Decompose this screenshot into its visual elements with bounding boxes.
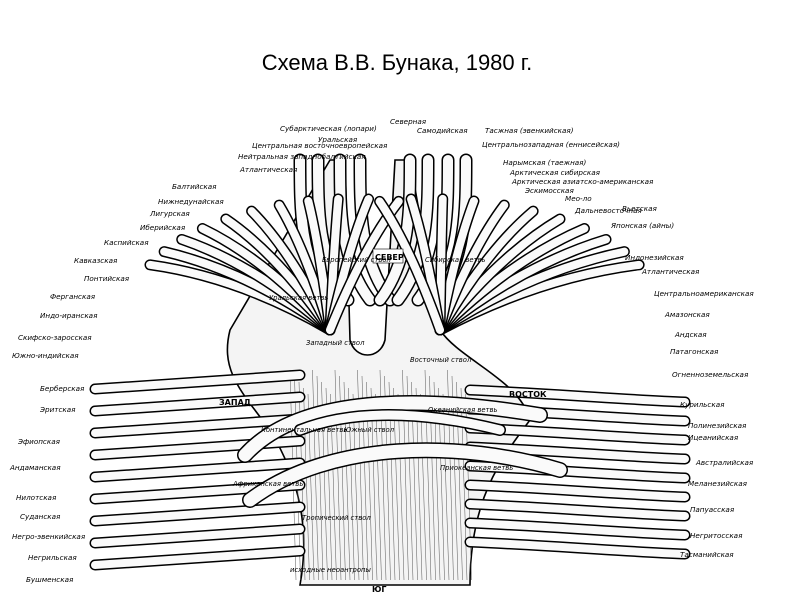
branch-right-10 <box>374 195 446 336</box>
label-right-18: Австралийская <box>695 458 754 467</box>
label-top-7: Нейтральная западнобалтийская <box>238 152 366 161</box>
label-right-16: Полинезийская <box>688 421 747 430</box>
branch-lowleft-4 <box>89 457 306 483</box>
stem-west: Западный ствол <box>306 339 365 347</box>
branch-lowright-0 <box>464 384 691 408</box>
label-left-17: Негро-эвенкийская <box>12 532 86 541</box>
stem-african: Африканская ветвь <box>232 480 303 488</box>
stem-east: Восточный ствол <box>410 356 472 364</box>
stem-oceanic: Океанийская ветвь <box>428 406 498 414</box>
label-left-16: Суданская <box>20 512 61 521</box>
label-top-8: Атлантическая <box>239 165 298 174</box>
arc-oceanic <box>242 442 568 508</box>
direction-north: СЕВЕР <box>375 253 404 262</box>
label-left-7: Ферганская <box>50 292 96 301</box>
branch-top-4 <box>373 153 417 307</box>
stem-ural: Уральская ветвь <box>269 294 328 302</box>
label-left-19: Бушменская <box>26 575 74 584</box>
label-left-15: Нилотская <box>16 493 57 502</box>
stem-siberian: Сибирская ветвь <box>425 256 486 264</box>
label-left-1: Нижнедунайская <box>158 197 224 206</box>
label-right-13: Патагонская <box>670 347 719 356</box>
branch-lowleft-6 <box>89 501 306 527</box>
stem-european: Европейский ствол <box>322 256 392 264</box>
label-right-5: Дальневосточная <box>574 206 642 215</box>
label-top-1: Уральская <box>318 135 358 144</box>
branch-lowright-7 <box>464 517 691 541</box>
direction-south: ЮГ <box>372 585 387 594</box>
label-top-6: Центральнозападная (еннисейская) <box>482 140 620 149</box>
branch-lowleft-7 <box>89 523 306 549</box>
label-top-4: Северная <box>390 117 427 126</box>
stem-pacific: Приокеанская ветвь <box>440 464 513 472</box>
label-left-6: Понтийская <box>84 274 130 283</box>
stem-south: Южный ствол <box>344 426 395 434</box>
label-right-11: Амазонская <box>664 310 710 319</box>
branch-lowright-4 <box>464 460 691 484</box>
label-right-15: Курильская <box>680 400 725 409</box>
label-left-5: Кавказская <box>74 256 118 265</box>
label-top-0: Субарктическая (лопари) <box>280 124 377 133</box>
label-left-18: Негрильская <box>28 553 77 562</box>
branch-lowright-5 <box>464 479 691 503</box>
label-right-8: Индонезийская <box>625 253 684 262</box>
label-right-3: Эскимосская <box>524 186 574 195</box>
branch-lowleft-8 <box>89 545 306 571</box>
arc-continental <box>237 395 548 463</box>
label-right-2: Арктическая азиатско-американская <box>511 177 654 186</box>
label-right-22: Тасманийская <box>680 550 734 559</box>
branch-lowright-8 <box>464 536 691 560</box>
branch-lowleft-0 <box>89 369 306 395</box>
label-left-3: Иберийская <box>140 223 186 232</box>
label-right-20: Папуасская <box>690 505 735 514</box>
label-left-11: Берберская <box>40 384 85 393</box>
race-labels: Субарктическая (лопари) Уральская Самодийс… <box>9 117 754 584</box>
label-right-0: Нарымская (таежная) <box>503 158 586 167</box>
direction-west: ЗАПАД <box>219 398 251 407</box>
label-left-0: Балтийская <box>172 182 217 191</box>
label-left-9: Скифско-заросская <box>18 333 92 342</box>
label-right-1: Арктическая сибирская <box>509 168 601 177</box>
arc-south <box>294 409 506 436</box>
label-left-4: Каспийская <box>104 238 149 247</box>
branches <box>89 153 691 571</box>
page-title: Схема В.В. Бунака, 1980 г. <box>261 50 533 75</box>
label-top-2: Самодийская <box>417 126 468 135</box>
label-left-13: Эфиопская <box>17 437 61 446</box>
direction-east: ВОСТОК <box>509 390 547 399</box>
label-left-10: Южно-индийская <box>12 351 79 360</box>
branch-lowleft-3 <box>89 435 306 461</box>
label-right-14: Огненноземельская <box>672 370 749 379</box>
label-top-5: Центральная восточноевропейская <box>252 141 388 150</box>
label-right-10: Центральноамериканская <box>654 289 754 298</box>
label-left-8: Индо-иранская <box>40 311 98 320</box>
label-left-14: Андаманская <box>9 463 61 472</box>
branch-lowleft-2 <box>89 413 306 439</box>
branch-top-2 <box>333 153 377 307</box>
branch-top-3 <box>353 153 397 307</box>
label-left-2: Лигурская <box>149 209 190 218</box>
label-right-4: Мео-ло <box>565 194 592 203</box>
stem-bottom: исходные неоантропы <box>290 566 371 574</box>
label-right-9: Атлантическая <box>641 267 700 276</box>
label-right-19: Меланезийская <box>688 479 748 488</box>
label-right-6: Вьетская <box>622 204 657 213</box>
label-right-17: Ицеанийская <box>688 433 739 442</box>
label-left-12: Эритская <box>39 405 76 414</box>
branch-lowleft-1 <box>89 391 306 417</box>
label-right-21: Негритосская <box>690 531 743 540</box>
label-right-12: Андская <box>674 330 707 339</box>
label-right-7: Японская (айны) <box>610 221 674 230</box>
stem-tropical: Тропический ствол <box>302 514 371 522</box>
stem-continental: Континентальная ветвь <box>261 426 347 434</box>
label-top-3: Тасжная (эвенкийская) <box>485 126 574 135</box>
branch-lowright-6 <box>464 498 691 522</box>
